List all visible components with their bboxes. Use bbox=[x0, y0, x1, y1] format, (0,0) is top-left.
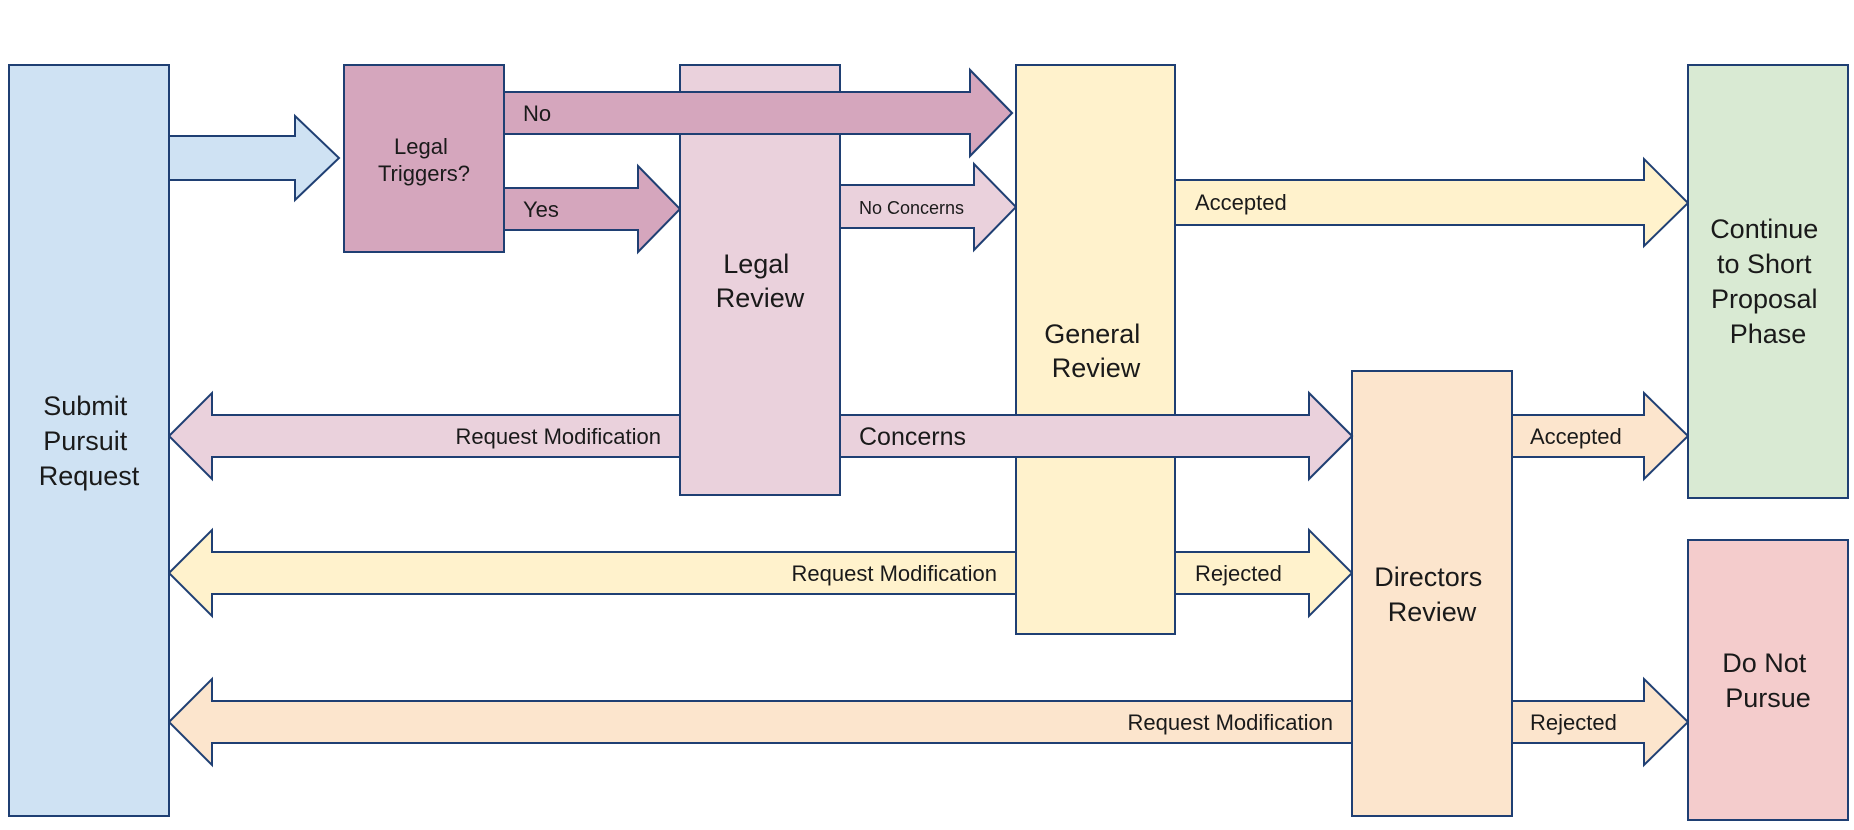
arrow-concerns-overlay bbox=[1014, 390, 1354, 482]
box-notpursue bbox=[1687, 539, 1849, 821]
label-accepted-general: Accepted bbox=[1195, 190, 1287, 215]
label-rejected-directors: Rejected bbox=[1530, 710, 1617, 735]
arrow-submit-to-triggers bbox=[168, 113, 341, 203]
label-rejected-general: Rejected bbox=[1195, 561, 1282, 586]
label-continue: Continue to Short Proposal Phase bbox=[1710, 214, 1826, 349]
label-submit: Submit Pursuit Request bbox=[39, 391, 140, 491]
arrow-rejected-general bbox=[1174, 527, 1354, 619]
label-no-concerns: No Concerns bbox=[859, 198, 964, 218]
arrow-rejected-directors bbox=[1511, 676, 1690, 768]
label-notpursue: Do Not Pursue bbox=[1722, 648, 1814, 713]
label-legal: Legal Review bbox=[716, 249, 805, 313]
label-directors: Directors Review bbox=[1374, 562, 1490, 627]
box-general bbox=[1015, 64, 1176, 635]
label-general: General Review bbox=[1044, 319, 1148, 383]
arrow-no-overlay bbox=[678, 67, 1014, 159]
arrow-accepted-directors bbox=[1511, 390, 1690, 482]
arrow-yes bbox=[503, 163, 682, 255]
arrow-accepted-general bbox=[1174, 156, 1690, 249]
label-triggers: Legal Triggers? bbox=[378, 134, 470, 186]
label-request-mod-general: Request Modification bbox=[792, 561, 997, 586]
arrow-no-concerns bbox=[839, 161, 1018, 253]
box-directors bbox=[1351, 370, 1513, 817]
label-request-mod-legal: Request Modification bbox=[456, 424, 661, 449]
box-triggers bbox=[343, 64, 505, 253]
label-request-mod-directors: Request Modification bbox=[1128, 710, 1333, 735]
box-legal bbox=[679, 64, 841, 496]
box-submit bbox=[8, 64, 170, 817]
label-concerns: Concerns bbox=[859, 423, 966, 451]
box-continue bbox=[1687, 64, 1849, 499]
label-yes: Yes bbox=[523, 197, 559, 222]
label-no: No bbox=[523, 101, 551, 126]
label-accepted-directors: Accepted bbox=[1530, 424, 1622, 449]
